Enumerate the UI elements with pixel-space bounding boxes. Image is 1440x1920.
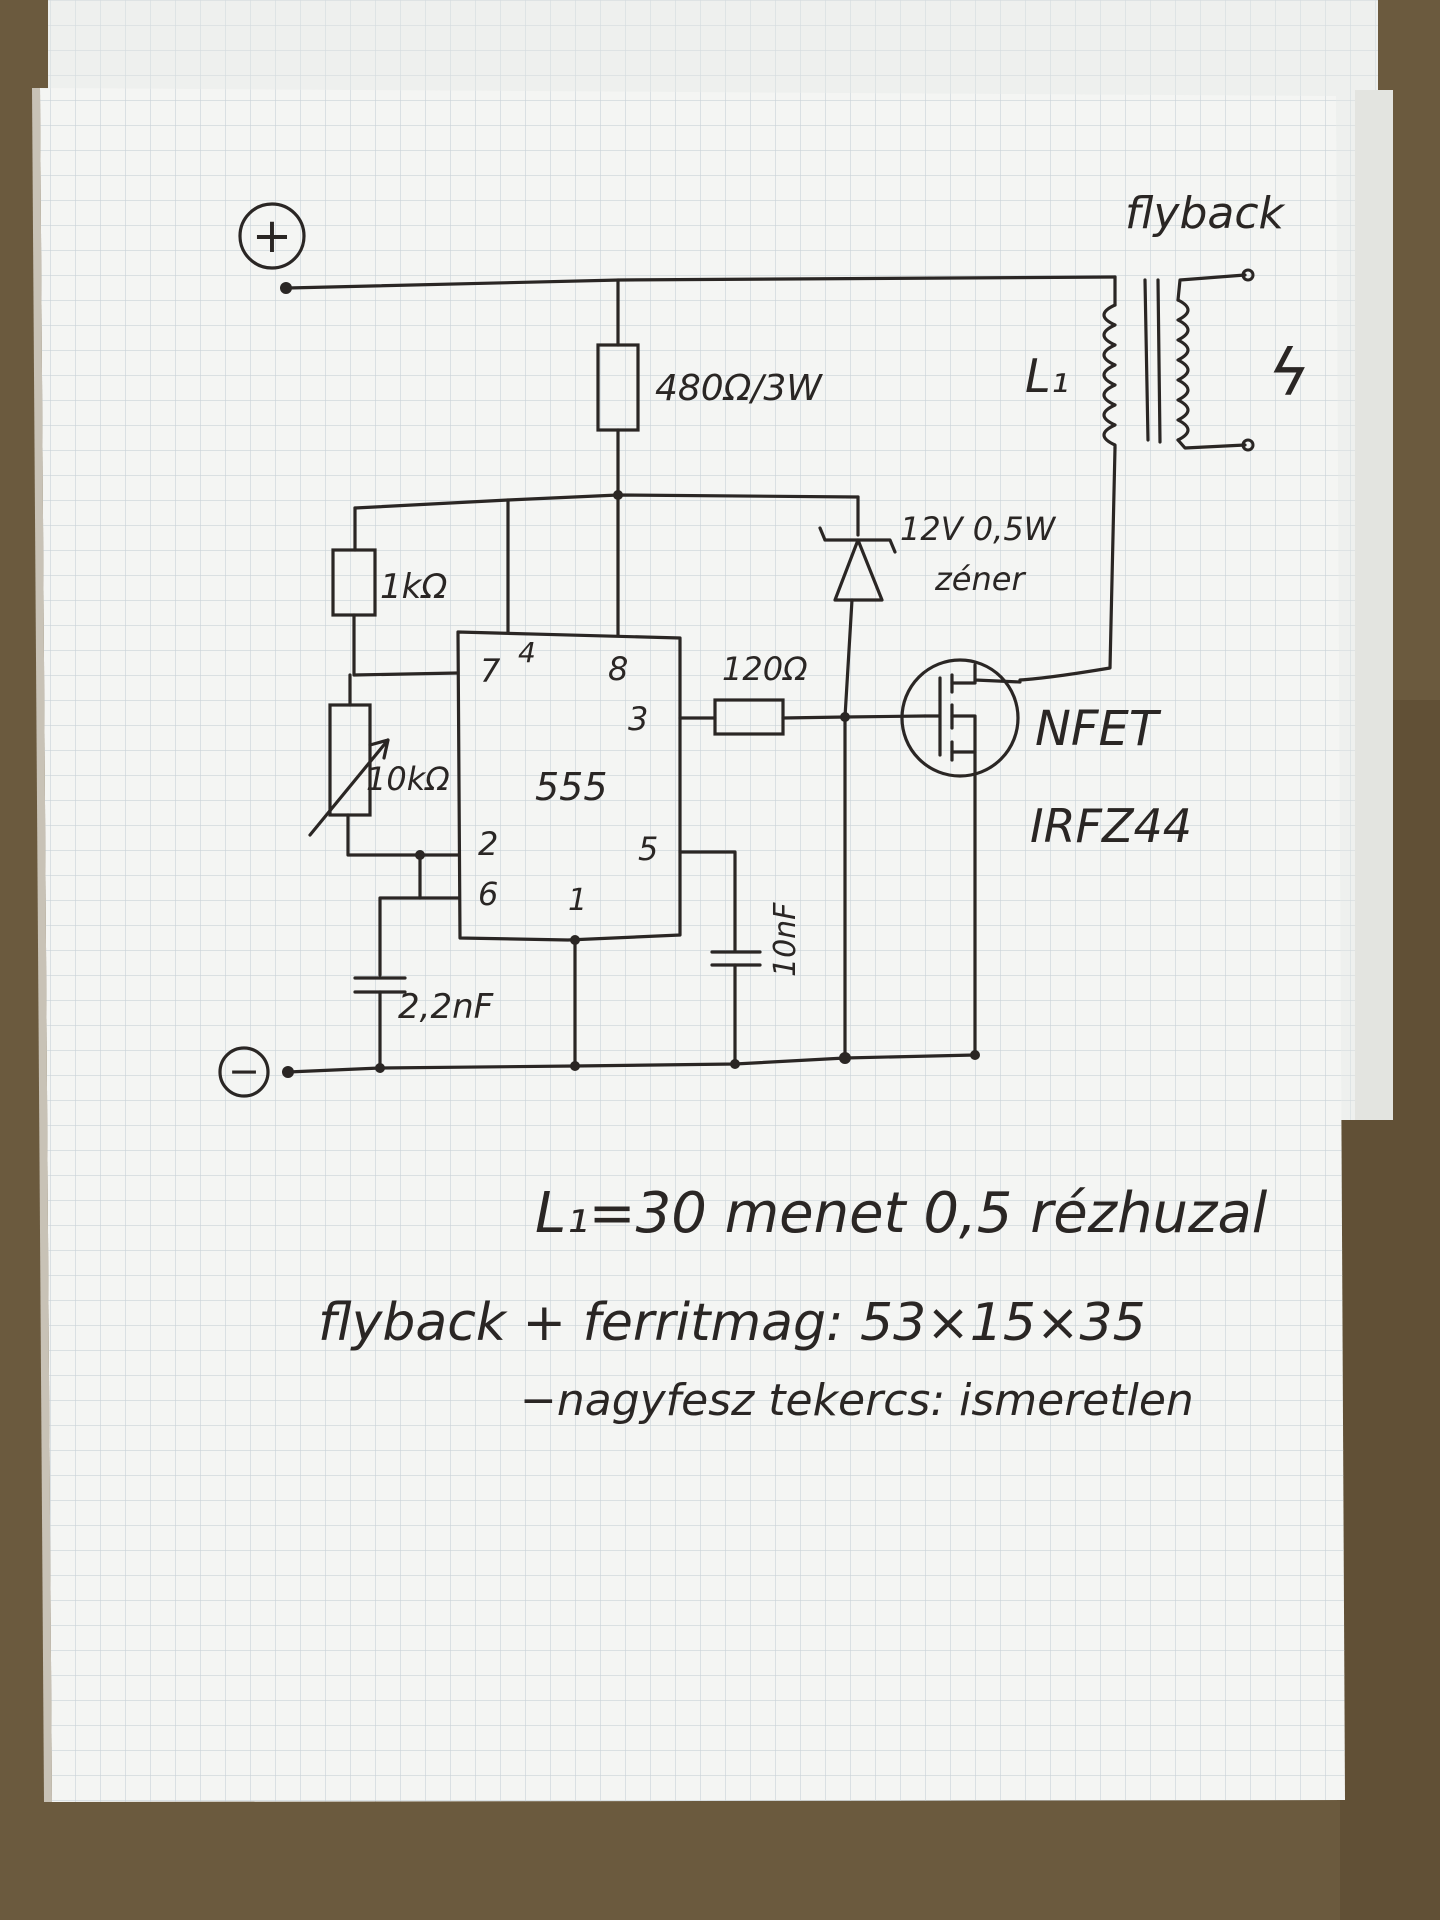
ground-dot-3 bbox=[730, 1059, 740, 1069]
transformer-core-1 bbox=[1143, 278, 1150, 442]
pin1-label: 1 bbox=[568, 883, 587, 918]
pin8-label: 8 bbox=[608, 650, 628, 688]
resistor-480-label: 480Ω/3W bbox=[655, 368, 823, 409]
positive-terminal-dot bbox=[280, 282, 292, 294]
gate-resistor-to-gate bbox=[781, 714, 927, 720]
positive-terminal-circle bbox=[238, 202, 306, 270]
primary-coil bbox=[1102, 303, 1117, 450]
secondary-top-lead bbox=[1176, 273, 1247, 302]
pin7-label: 7 bbox=[480, 652, 501, 690]
negative-terminal-label: − bbox=[228, 1049, 260, 1093]
secondary-terminal-top bbox=[1241, 268, 1255, 282]
pin2-label: 2 bbox=[478, 825, 498, 863]
chip-555-name: 555 bbox=[535, 765, 608, 809]
pin5-to-cap bbox=[678, 850, 737, 952]
transistor-type: NFET bbox=[1035, 701, 1162, 757]
transistor-model: IRFZ44 bbox=[1030, 799, 1192, 853]
zener-bar bbox=[818, 526, 897, 554]
chip-555-outline bbox=[456, 630, 682, 942]
nfet-circle bbox=[900, 658, 1020, 778]
capacitor-timing-label: 2,2nF bbox=[398, 987, 494, 1027]
nfet-gate bbox=[923, 676, 942, 757]
ground-dot-2 bbox=[570, 1061, 580, 1071]
secondary-bottom-lead bbox=[1176, 438, 1247, 450]
pin5-label: 5 bbox=[638, 830, 658, 868]
resistor-1k-label: 1kΩ bbox=[380, 567, 447, 607]
front-sheet-grid bbox=[40, 88, 1345, 1802]
zener-label-line2: zéner bbox=[934, 560, 1026, 598]
node-dot-pin2 bbox=[415, 850, 425, 860]
capacitor-ctrl-label: 10nF bbox=[768, 902, 803, 977]
ground-dot-4 bbox=[839, 1052, 851, 1064]
nfet-drain bbox=[950, 446, 1117, 685]
timing-cap-lead bbox=[378, 896, 422, 977]
zener-triangle bbox=[833, 538, 884, 602]
pin3-label: 3 bbox=[628, 700, 648, 738]
schematic: + 480Ω/3W 1kΩ 10kΩ 2,2nF 555 7 bbox=[218, 188, 1310, 1098]
secondary-terminal-bottom bbox=[1241, 438, 1255, 452]
note-inductor-winding: L₁=30 menet 0,5 rézhuzal bbox=[535, 1181, 1268, 1246]
flyback-label: flyback bbox=[1125, 188, 1286, 239]
supply-node-bus bbox=[353, 493, 860, 510]
back-sheet-edge bbox=[1355, 90, 1393, 1120]
secondary-coil bbox=[1176, 298, 1190, 442]
node-dot-pin1 bbox=[570, 935, 580, 945]
zener-label-line1: 12V 0,5W bbox=[900, 510, 1057, 548]
pin6-label: 6 bbox=[478, 875, 498, 913]
ground-dot-5 bbox=[970, 1050, 980, 1060]
transformer-core-2 bbox=[1156, 278, 1162, 444]
potentiometer-label: 10kΩ bbox=[366, 760, 450, 798]
negative-terminal-circle bbox=[218, 1046, 270, 1098]
negative-terminal-dot bbox=[282, 1066, 294, 1078]
notes: L₁=30 menet 0,5 rézhuzal flyback + ferri… bbox=[318, 1181, 1268, 1426]
inductor-label: L₁ bbox=[1025, 349, 1069, 403]
zener-to-ground bbox=[843, 598, 854, 1057]
resistor-gate-label: 120Ω bbox=[722, 650, 808, 688]
nfet-source bbox=[950, 750, 977, 1057]
pin4-label: 4 bbox=[518, 636, 536, 669]
note-hv-coil: −nagyfesz tekercs: ismeretlen bbox=[520, 1375, 1194, 1426]
ground-rail bbox=[286, 1053, 977, 1074]
positive-rail bbox=[286, 275, 1117, 290]
positive-terminal-label: + bbox=[252, 208, 292, 264]
nfet-body bbox=[950, 714, 977, 754]
potentiometer-arrow bbox=[308, 738, 390, 837]
front-sheet-shadow bbox=[32, 88, 52, 1802]
resistor-1k-to-pin7 bbox=[352, 613, 460, 677]
note-flyback-core: flyback + ferritmag: 53×15×35 bbox=[318, 1293, 1146, 1353]
spark-symbol: ϟ bbox=[1268, 337, 1310, 411]
ground-dot-1 bbox=[375, 1063, 385, 1073]
